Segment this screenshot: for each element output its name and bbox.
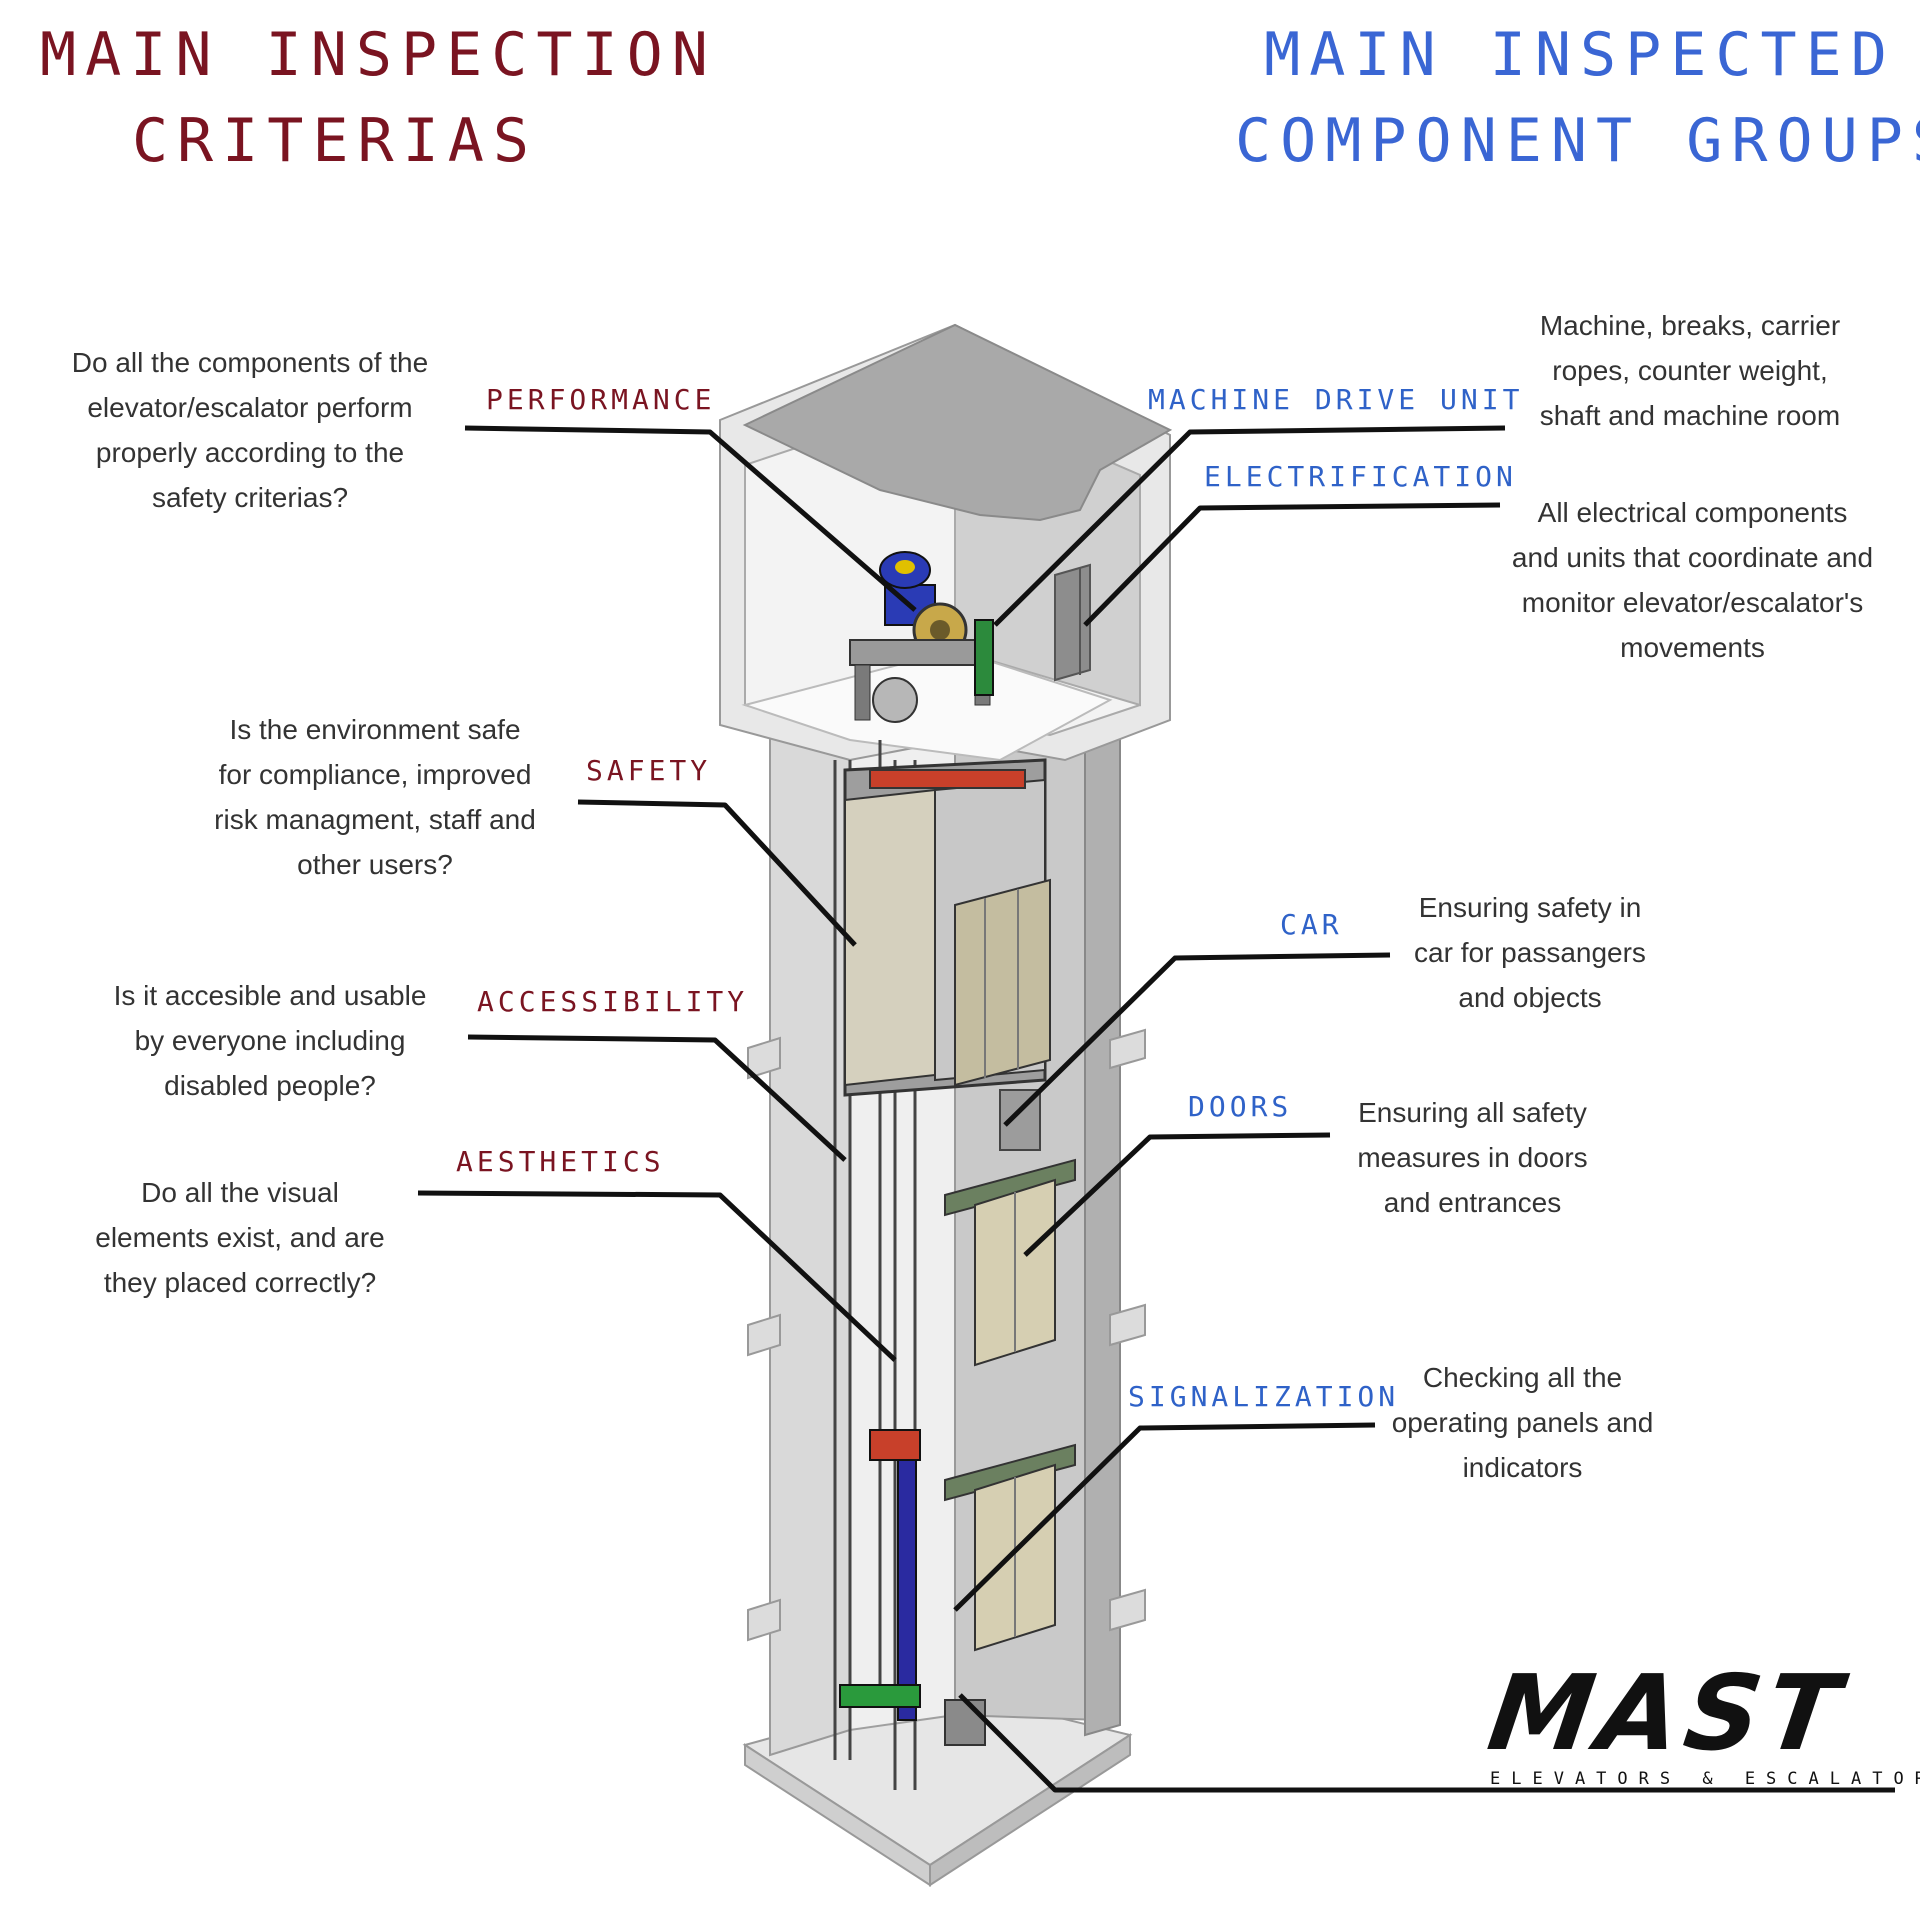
label-accessibility: ACCESSIBILITY [477, 985, 749, 1018]
leader-car [1003, 952, 1391, 1127]
description-doors: Ensuring all safety measures in doors an… [1357, 1097, 1588, 1218]
description-car: Ensuring safety in car for passangers an… [1414, 892, 1646, 1013]
machine-room-roof [742, 323, 1173, 522]
components-heading-line-1: MAIN INSPECTED [1264, 20, 1896, 90]
wall-ledges [747, 1028, 1146, 1642]
description-signalization: Checking all the operating panels and in… [1391, 1362, 1654, 1483]
leader-signalization [953, 1422, 1376, 1612]
label-signalization: SIGNALIZATION [1128, 1380, 1400, 1413]
electrical-cabinet [1054, 563, 1091, 682]
label-machine-drive-unit: MACHINE DRIVE UNIT [1148, 383, 1524, 416]
elevator-car [843, 758, 1051, 1151]
components-heading-line-2: COMPONENT GROUPS [1235, 106, 1920, 176]
leader-lines [417, 425, 1895, 1793]
leader-aesthetics [417, 1190, 897, 1362]
description-performance: Do all the components of the elevator/es… [71, 347, 429, 513]
label-doors: DOORS [1188, 1090, 1293, 1123]
label-car: CAR [1280, 908, 1343, 941]
label-aesthetics: AESTHETICS [456, 1145, 665, 1178]
base-slab-front [929, 1733, 1131, 1887]
leader-accessibility [467, 1034, 847, 1162]
machine-drive-unit-illustration [849, 551, 994, 723]
criteria-heading-line-1: MAIN INSPECTION [40, 20, 717, 90]
description-accessibility: Is it accesible and usable by everyone i… [113, 980, 427, 1101]
counterweight [839, 1429, 921, 1721]
description-aesthetics: Do all the visual elements exist, and ar… [95, 1177, 385, 1298]
mast-logo: MAST ELEVATORS & ESCALATORS [1481, 1652, 1920, 1789]
leader-logo [958, 1693, 1895, 1793]
label-safety: SAFETY [586, 754, 712, 787]
leader-machine-drive [993, 425, 1506, 627]
leader-safety [577, 799, 857, 947]
leader-performance [464, 425, 917, 612]
criteria-heading: MAIN INSPECTION CRITERIAS [40, 12, 717, 184]
logo-wordmark: MAST [1481, 1652, 1853, 1774]
leader-doors [1023, 1132, 1331, 1257]
label-electrification: ELECTRIFICATION [1204, 460, 1517, 493]
shaft-right-edge [1084, 703, 1121, 1737]
logo-tagline: ELEVATORS & ESCALATORS [1490, 1769, 1920, 1789]
pit-buffer [944, 1699, 986, 1746]
components-heading: MAIN INSPECTED COMPONENT GROUPS [1235, 12, 1920, 184]
description-electrification: All electrical components and units that… [1511, 497, 1874, 663]
description-safety: Is the environment safe for compliance, … [214, 714, 536, 880]
label-performance: PERFORMANCE [486, 383, 716, 416]
leader-electrification [1083, 502, 1501, 627]
landing-doors [944, 1158, 1076, 1652]
criteria-heading-line-2: CRITERIAS [131, 106, 539, 176]
description-machine-drive-unit: Machine, breaks, carrier ropes, counter … [1539, 310, 1841, 431]
